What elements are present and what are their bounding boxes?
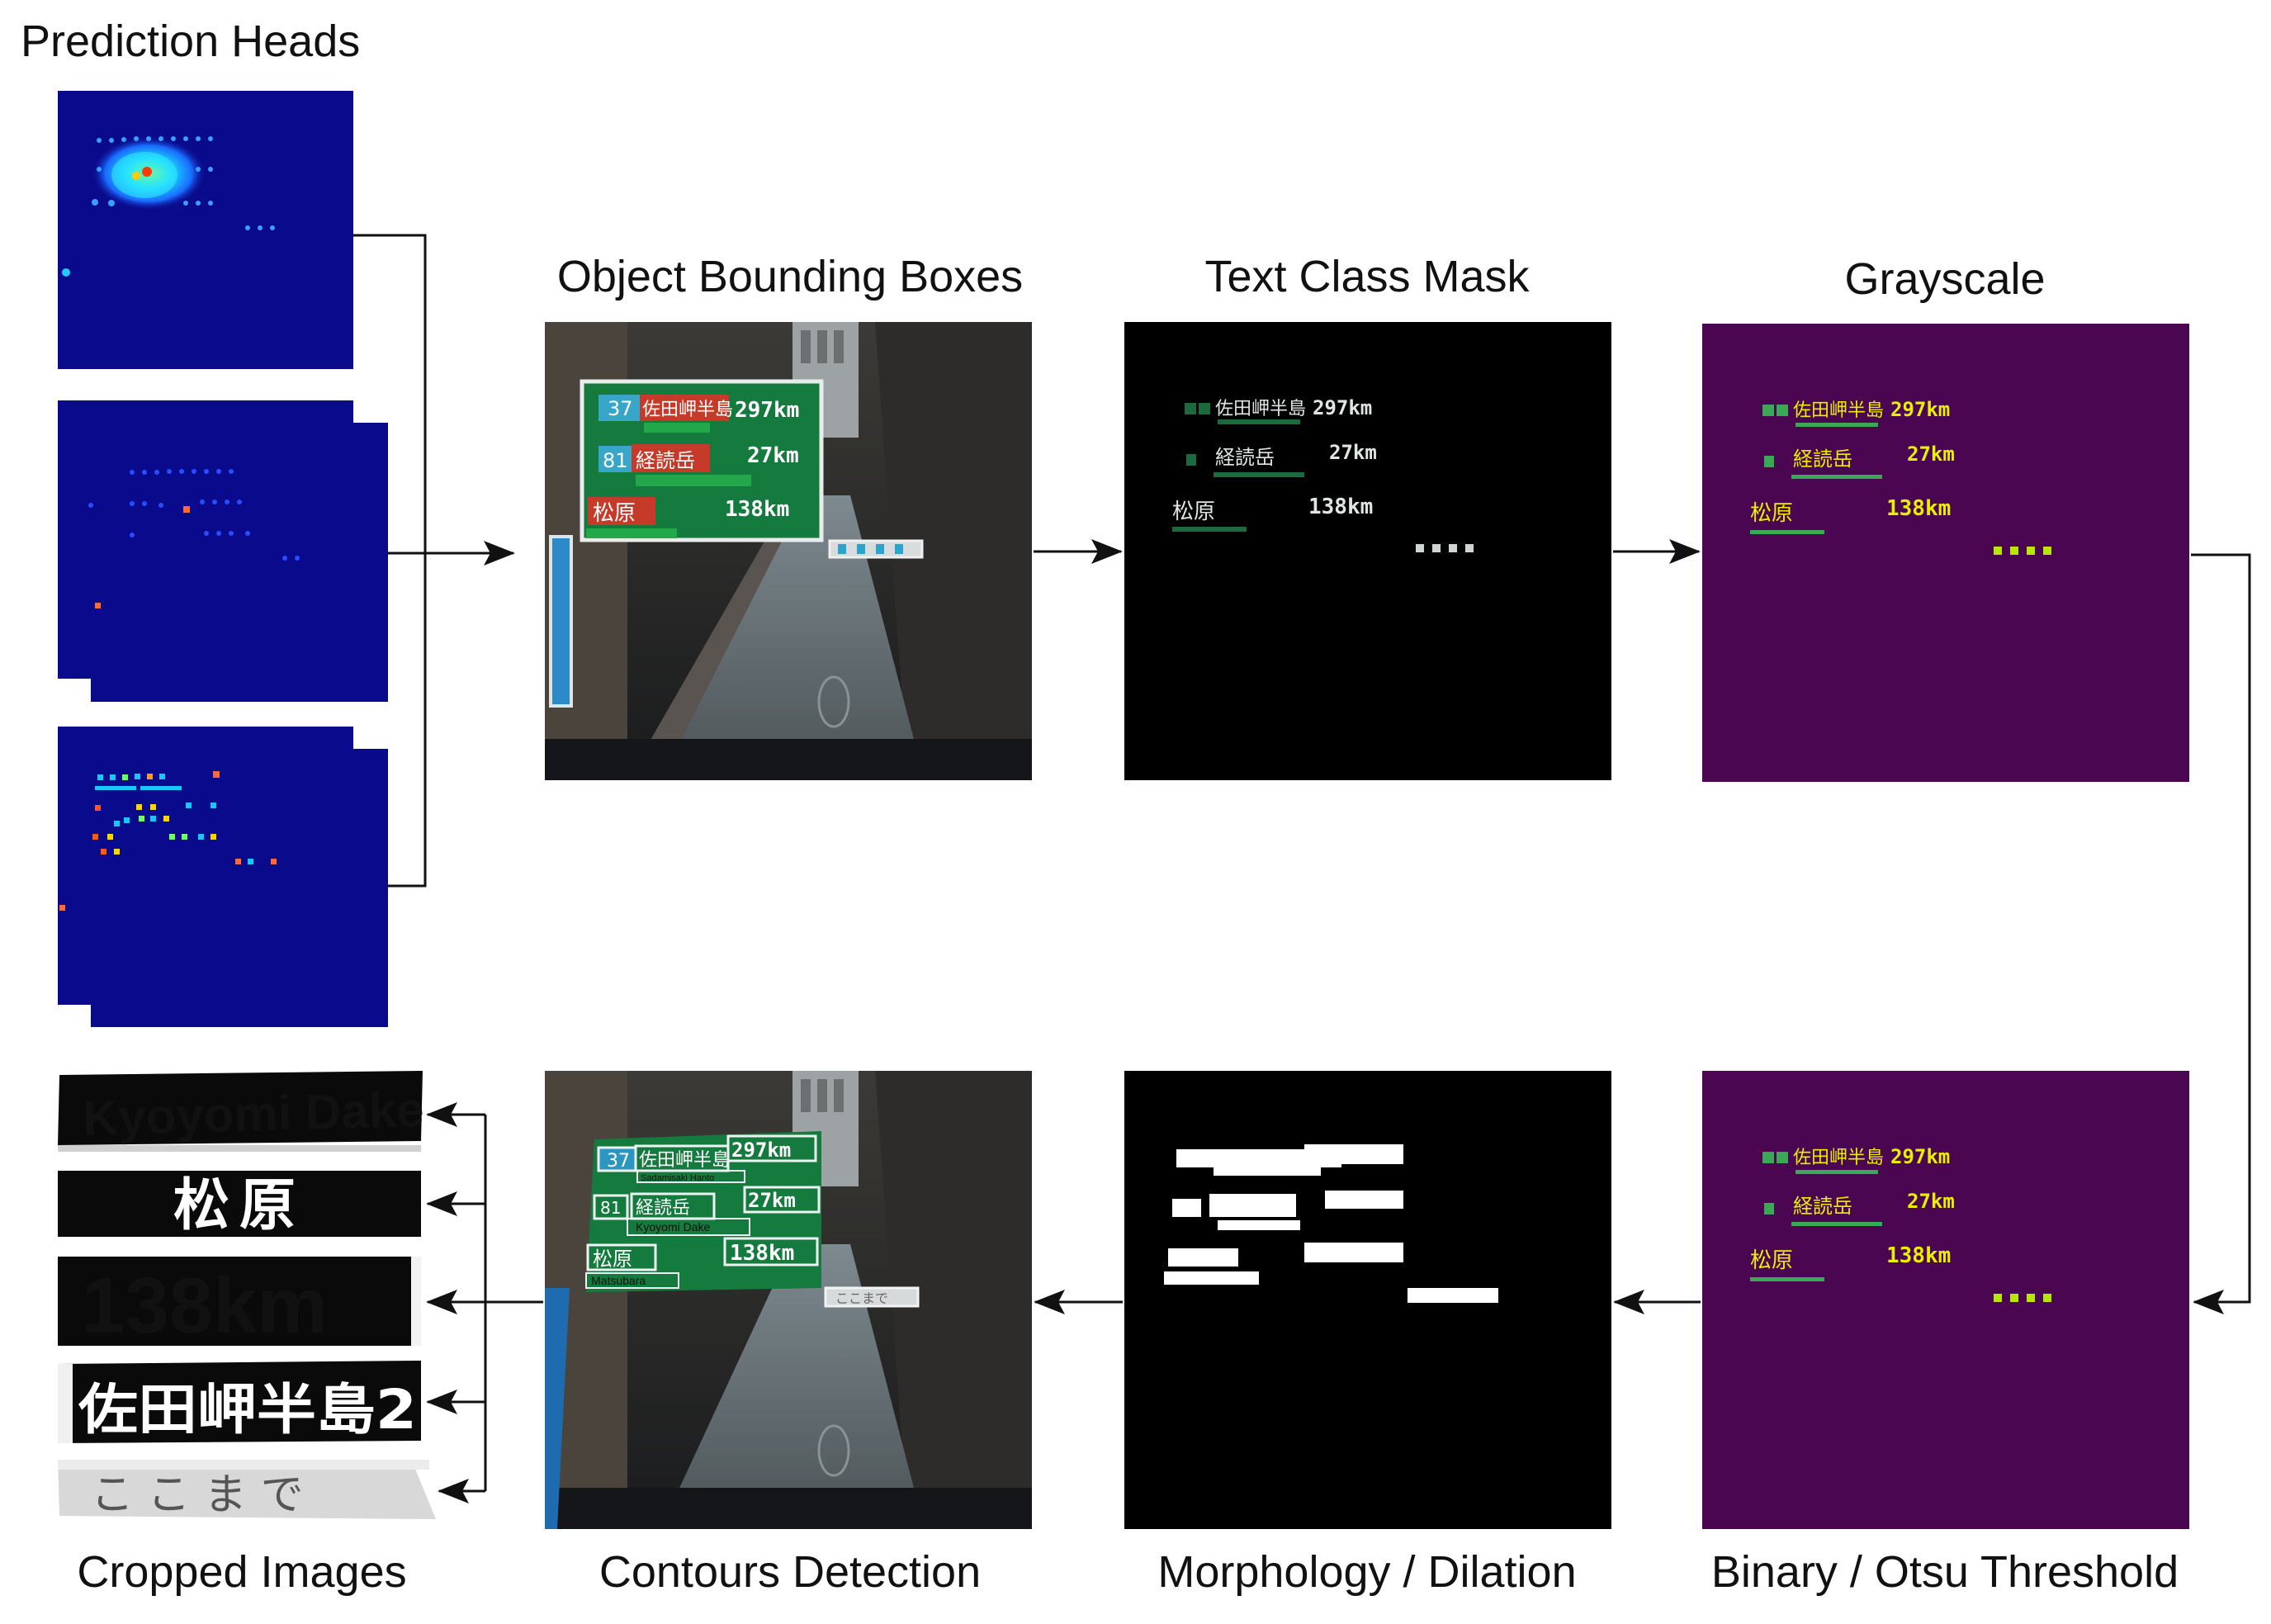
svg-text:27km: 27km xyxy=(748,1189,796,1212)
svg-text:138km: 138km xyxy=(1308,495,1373,519)
svg-text:松原: 松原 xyxy=(1172,500,1215,524)
svg-text:佐田岬半島: 佐田岬半島 xyxy=(639,1150,730,1171)
svg-text:経読岳: 経読岳 xyxy=(636,1198,690,1219)
crop-138km xyxy=(58,1257,421,1346)
heatmap-1 xyxy=(58,91,353,369)
cropped-images: Kyoyomi Dake 松原 138km 佐田岬半島2 こ こ ま で xyxy=(58,1071,436,1520)
svg-text:佐田岬半島: 佐田岬半島 xyxy=(1793,400,1884,421)
crop-kyoyomi-dake xyxy=(58,1071,423,1145)
panel-grayscale: 佐田岬半島 297km 経読岳 27km 松原 138km xyxy=(1702,324,2189,782)
connectors xyxy=(353,234,2251,1503)
svg-text:138km: 138km xyxy=(725,497,789,522)
label-prediction-heads: Prediction Heads xyxy=(21,17,360,66)
svg-text:138km: 138km xyxy=(1886,496,1951,521)
heatmap-3 xyxy=(58,727,388,1027)
svg-text:81: 81 xyxy=(600,1198,621,1218)
label-object-bounding-boxes: Object Bounding Boxes xyxy=(557,252,1023,301)
svg-text:37: 37 xyxy=(607,1151,630,1172)
crop-kokomade xyxy=(58,1460,436,1519)
svg-text:佐田岬半島2: 佐田岬半島2 xyxy=(78,1378,417,1442)
svg-text:経読岳: 経読岳 xyxy=(1793,447,1852,471)
panel-morphology-dilation xyxy=(1124,1071,1611,1529)
label-contours-detection: Contours Detection xyxy=(599,1547,981,1597)
label-text-class-mask: Text Class Mask xyxy=(1204,252,1530,301)
svg-text:297km: 297km xyxy=(1890,398,1950,421)
panel-contours-detection: 37 佐田岬半島 297km Sadamisaki Hanto 81 経読岳 2… xyxy=(545,1071,1032,1529)
svg-text:経読岳: 経読岳 xyxy=(1215,446,1275,469)
svg-text:138km: 138km xyxy=(1886,1243,1951,1268)
svg-text:松原: 松原 xyxy=(1750,1248,1793,1273)
svg-text:297km: 297km xyxy=(1890,1145,1950,1168)
label-binary-otsu-threshold: Binary / Otsu Threshold xyxy=(1711,1547,2179,1597)
label-grayscale: Grayscale xyxy=(1844,254,2045,304)
panel-binary-otsu: 佐田岬半島 297km 経読岳 27km 松原 138km xyxy=(1702,1071,2189,1529)
panel-object-bounding-boxes: 37 佐田岬半島 297km 81 経読岳 27km 松原 138km xyxy=(545,322,1032,780)
svg-text:27km: 27km xyxy=(1329,441,1377,464)
svg-text:138km: 138km xyxy=(81,1262,328,1350)
svg-text:ここまで: ここまで xyxy=(835,1290,888,1306)
heatmap-2 xyxy=(58,400,388,702)
svg-text:経読岳: 経読岳 xyxy=(636,449,695,472)
panel-text-class-mask: 佐田岬半島 297km 経読岳 27km 松原 138km xyxy=(1124,322,1611,780)
label-cropped-images: Cropped Images xyxy=(77,1547,406,1597)
label-morphology-dilation: Morphology / Dilation xyxy=(1157,1547,1576,1597)
svg-text:松原: 松原 xyxy=(593,501,636,526)
svg-text:Sadamisaki Hanto: Sadamisaki Hanto xyxy=(641,1173,714,1183)
svg-text:Kyoyomi Dake: Kyoyomi Dake xyxy=(82,1082,424,1146)
svg-text:こ こ ま で: こ こ ま で xyxy=(91,1470,304,1520)
svg-text:松原: 松原 xyxy=(593,1248,632,1271)
crop-sadamisaki xyxy=(58,1361,421,1443)
svg-text:27km: 27km xyxy=(1907,1190,1955,1213)
svg-text:佐田岬半島: 佐田岬半島 xyxy=(1215,399,1306,419)
crop-matsubara xyxy=(58,1171,421,1237)
svg-text:Kyoyomi Dake: Kyoyomi Dake xyxy=(636,1220,710,1233)
svg-text:経読岳: 経読岳 xyxy=(1793,1195,1852,1218)
svg-text:297km: 297km xyxy=(731,1139,791,1162)
svg-text:37: 37 xyxy=(608,397,633,420)
svg-text:松原: 松原 xyxy=(1750,501,1793,526)
svg-text:佐田岬半島: 佐田岬半島 xyxy=(642,400,733,420)
svg-text:Matsubara: Matsubara xyxy=(591,1274,646,1287)
svg-text:81: 81 xyxy=(603,449,628,472)
svg-text:297km: 297km xyxy=(1313,396,1372,419)
svg-text:27km: 27km xyxy=(747,443,799,468)
svg-text:297km: 297km xyxy=(735,398,799,423)
svg-text:27km: 27km xyxy=(1907,443,1955,466)
svg-text:佐田岬半島: 佐田岬半島 xyxy=(1793,1148,1884,1168)
svg-text:松原: 松原 xyxy=(173,1173,305,1238)
svg-text:138km: 138km xyxy=(730,1241,794,1266)
